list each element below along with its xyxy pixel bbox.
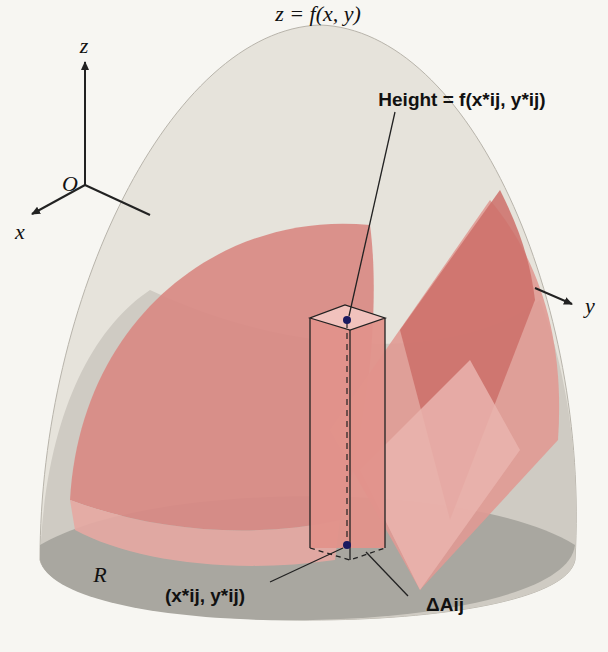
area-label: ΔAij [426,595,464,616]
axis-label: z [80,34,89,58]
axis-label: y [585,294,595,318]
point-label: (x*ij, y*ij) [165,586,245,607]
region-label: R [93,563,106,587]
origin-label: O [62,172,78,196]
axis-label: x [15,220,25,244]
surface-label: z = f(x, y) [275,2,361,26]
height-label: Height = f(x*ij, y*ij) [378,90,545,111]
